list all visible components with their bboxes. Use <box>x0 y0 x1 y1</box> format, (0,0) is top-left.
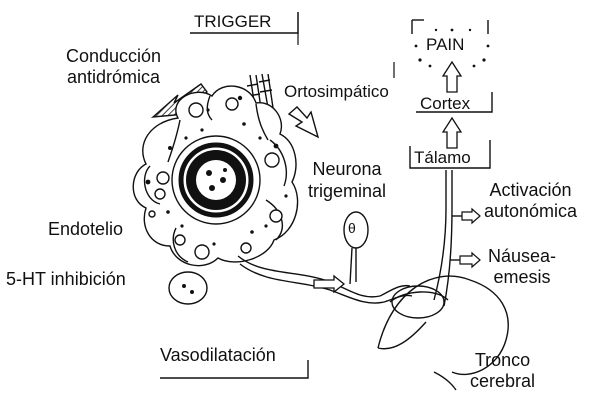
pain-brackets <box>412 20 488 34</box>
ortosympathetic-arrow <box>289 107 318 137</box>
nausea-line-1: Náusea- <box>488 246 556 267</box>
ortosympathetic-label: Ortosimpático <box>284 82 389 101</box>
trigeminal-line-2: trigeminal <box>308 180 386 202</box>
serotonin-cell <box>169 272 207 304</box>
trigeminal-line-1: Neurona <box>308 158 386 180</box>
antidromic-line-2: antidrómica <box>66 67 161 88</box>
ascending-pathway <box>434 170 452 306</box>
brainstem-line-1: Tronco <box>470 350 535 371</box>
autonomic-line-2: autonómica <box>484 201 577 222</box>
pain-label: PAIN <box>426 35 464 54</box>
autonomic-branch <box>452 209 480 223</box>
trigeminal-neuron-label: Neurona trigeminal <box>308 158 386 202</box>
nausea-branch <box>450 253 480 267</box>
trigger-label: TRIGGER <box>194 12 271 31</box>
brainstem-line-2: cerebral <box>470 371 535 392</box>
neuron-mark: θ <box>348 220 356 236</box>
antidromic-conduction-label: Conducción antidrómica <box>66 46 161 88</box>
vasodilatacion-label: Vasodilatación <box>160 346 276 365</box>
nausea-emesis-label: Náusea- emesis <box>488 246 556 288</box>
talamo-label: Tálamo <box>414 148 471 167</box>
vessel <box>172 136 260 224</box>
autonomic-line-1: Activación <box>484 180 577 201</box>
serotonin-inhibition-label: 5-HT inhibición <box>6 270 126 289</box>
antidromic-line-1: Conducción <box>66 46 161 67</box>
brainstem-label: Tronco cerebral <box>470 350 535 392</box>
nausea-line-2: emesis <box>488 267 556 288</box>
autonomic-activation-label: Activación autonómica <box>484 180 577 222</box>
cortex-label: Cortex <box>420 94 470 113</box>
endotelio-label: Endotelio <box>48 220 123 239</box>
